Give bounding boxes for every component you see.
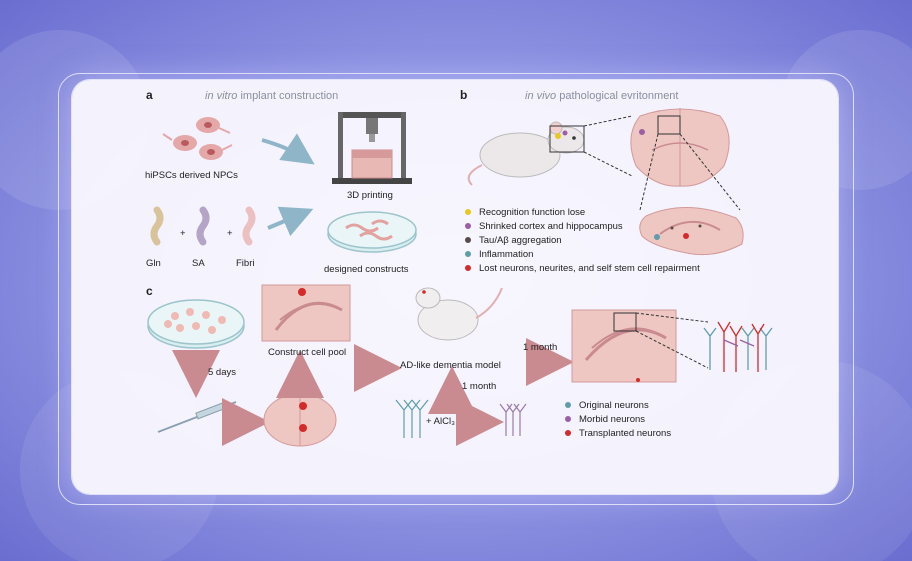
zoom-line-2 [583, 151, 633, 177]
month-label-1: 1 month [462, 381, 496, 392]
month-label-2: 1 month [523, 342, 557, 353]
plus-2: + [227, 228, 233, 239]
printer-icon [332, 112, 412, 184]
material-sa: SA [192, 258, 205, 269]
zoom-line-4 [679, 133, 741, 211]
fibri-fiber-icon [242, 206, 256, 246]
arrow-materials-to-dish [267, 206, 314, 237]
constructs-label: designed constructs [324, 264, 409, 275]
cell-pool-tissue-icon [261, 284, 351, 342]
legend-dot [465, 223, 471, 229]
morbid-neurons-icon [499, 403, 527, 436]
days-label: 5 days [208, 367, 236, 378]
zoom-line-1 [583, 115, 633, 127]
brain-coronal-section-icon [630, 108, 730, 187]
panel-a-title-rest: implant construction [237, 90, 338, 102]
legend-b-item: Recognition function lose [479, 207, 585, 218]
model-label: AD-like dementia model [400, 360, 501, 371]
panel-b-title-rest: pathological evritonment [556, 90, 678, 102]
neuron-network-icon [703, 321, 773, 372]
zoom-line-3 [639, 133, 659, 211]
legend-dot [465, 265, 471, 271]
outer-frame [58, 73, 854, 505]
legend-dot [565, 430, 571, 436]
legend-c-item: Transplanted neurons [579, 428, 671, 439]
zoom-line-5 [635, 312, 709, 323]
panel-a-letter: a [146, 88, 153, 102]
legend-dot [565, 416, 571, 422]
zoom-line-6 [635, 330, 709, 369]
panel-b-letter: b [460, 88, 467, 102]
legend-dot [465, 209, 471, 215]
result-zoom-box [613, 312, 637, 332]
plus-1: + [180, 228, 186, 239]
legend-c-item: Morbid neurons [579, 414, 645, 425]
original-neurons-icon [395, 399, 429, 438]
brain-dorsal-icon [263, 393, 337, 447]
gln-fiber-icon [150, 206, 164, 246]
panel-b-title: in vivo pathological evritonment [525, 90, 678, 102]
brain-zoom-box [657, 115, 681, 135]
pool-label: Construct cell pool [268, 347, 346, 358]
legend-b-item: Tau/Aβ aggregation [479, 235, 562, 246]
legend-dot [565, 402, 571, 408]
legend-dot [465, 251, 471, 257]
material-fibri: Fibri [236, 258, 254, 269]
legend-dot [465, 237, 471, 243]
npc-cells-icon [162, 117, 233, 160]
legend-c: Original neurons Morbid neurons Transpla… [565, 400, 671, 439]
mouse-head-zoom-box [549, 125, 585, 153]
panel-a-title: in vitro implant construction [205, 90, 338, 102]
sa-fiber-icon [196, 206, 210, 246]
constructs-dish-icon [327, 211, 417, 253]
plus-alcl: + AlCl₃ [426, 416, 455, 427]
syringe-icon [157, 401, 237, 433]
material-gln: Gln [146, 258, 161, 269]
legend-b: Recognition function lose Shrinked corte… [465, 207, 700, 274]
legend-b-item: Lost neurons, neurites, and self stem ce… [479, 263, 700, 274]
printing-label: 3D printing [347, 190, 393, 201]
mouse-icon [467, 121, 585, 186]
panel-a-title-italic: in vitro [205, 90, 237, 102]
arrow-npc-to-printer [261, 133, 315, 165]
culture-dish-icon [147, 299, 245, 349]
panel-c-letter: c [146, 284, 153, 298]
panel-b-title-italic: in vivo [525, 90, 556, 102]
legend-b-item: Shrinked cortex and hippocampus [479, 221, 623, 232]
legend-c-item: Original neurons [579, 400, 649, 411]
legend-b-item: Inflammation [479, 249, 533, 260]
npc-label: hiPSCs derived NPCs [145, 170, 238, 181]
result-tissue-icon [571, 309, 677, 383]
hippocampus-icon [639, 207, 744, 256]
rat-icon [415, 287, 503, 341]
